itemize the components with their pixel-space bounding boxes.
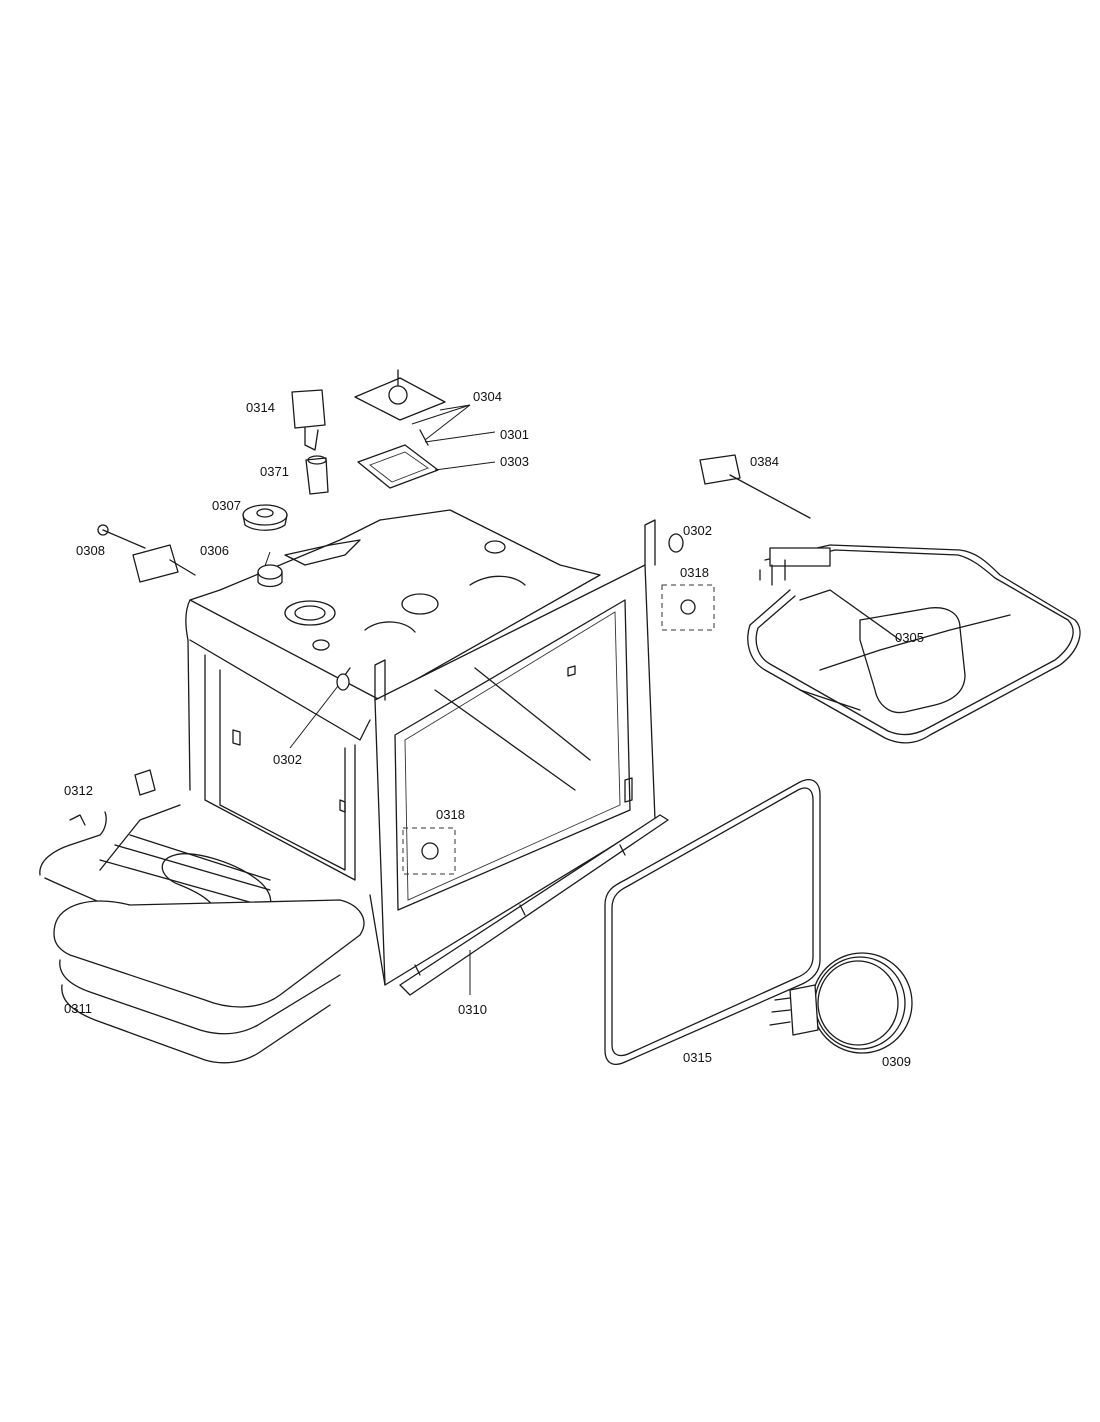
callout-0371: 0371	[260, 464, 289, 479]
callout-0306: 0306	[200, 543, 229, 558]
callout-0314: 0314	[246, 400, 275, 415]
door-seal	[604, 779, 821, 1065]
bottom-rail	[399, 814, 669, 996]
callout-0301: 0301	[500, 427, 529, 442]
callout-0302-mid: 0302	[273, 752, 302, 767]
callout-0304: 0304	[473, 389, 502, 404]
door-lock-assembly	[97, 524, 196, 583]
callout-0310: 0310	[458, 1002, 487, 1017]
callout-0318-left: 0318	[436, 807, 465, 822]
part-callouts: 0314 0304 0301 0303 0371 0384 0307 0302 …	[64, 389, 924, 1069]
circular-heating-element	[769, 952, 913, 1054]
fan-collar	[242, 504, 288, 531]
oven-lamp-assembly	[354, 369, 446, 489]
callout-0302-top: 0302	[683, 523, 712, 538]
insulation-mats	[53, 899, 365, 1064]
callout-0308: 0308	[76, 543, 105, 558]
fan-motor-tube	[257, 564, 283, 588]
lamp-cover-inset-right	[661, 584, 715, 631]
callout-0315: 0315	[683, 1050, 712, 1065]
grill-heating-element	[747, 544, 1081, 744]
callout-0309: 0309	[882, 1054, 911, 1069]
callout-0312: 0312	[64, 783, 93, 798]
front-frame	[369, 519, 656, 986]
thermostat-switch	[291, 389, 329, 495]
callout-0303: 0303	[500, 454, 529, 469]
lamp-cover-inset-left	[402, 827, 456, 875]
callout-0384: 0384	[750, 454, 779, 469]
plug-top	[668, 533, 684, 553]
callout-0318-right: 0318	[680, 565, 709, 580]
callout-0305: 0305	[895, 630, 924, 645]
callout-0307: 0307	[212, 498, 241, 513]
plug-middle	[336, 673, 350, 691]
callout-0311: 0311	[64, 1001, 92, 1016]
leader-lines	[264, 404, 496, 995]
temperature-sensor	[699, 454, 811, 519]
